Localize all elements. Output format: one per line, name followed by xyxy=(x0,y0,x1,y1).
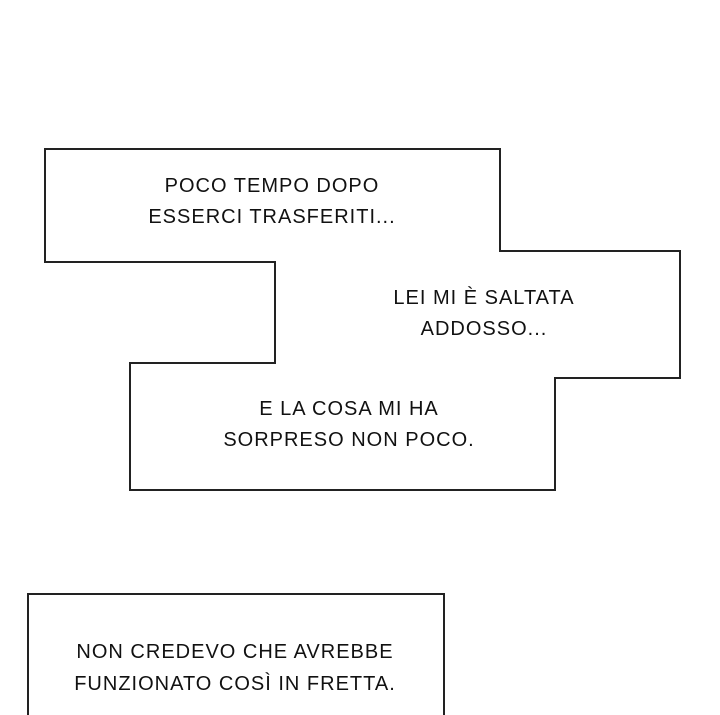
caption-box-4 xyxy=(27,593,445,715)
caption-1-line-1: POCO TEMPO DOPO xyxy=(164,175,380,197)
caption-1-line-2: ESSERCI TRASFERITI... xyxy=(148,206,396,228)
caption-3-line-1: E LA COSA MI HA xyxy=(259,398,439,420)
stepped-caption-box xyxy=(44,148,681,491)
caption-2-line-2: ADDOSSO... xyxy=(420,318,548,340)
caption-3-line-2: SORPRESO NON POCO. xyxy=(223,429,475,451)
caption-2-line-1: LEI MI È SALTATA xyxy=(393,287,575,309)
caption-4-line-2: FUNZIONATO COSÌ IN FRETTA. xyxy=(74,673,396,695)
caption-4-line-1: NON CREDEVO CHE AVREBBE xyxy=(76,641,394,663)
